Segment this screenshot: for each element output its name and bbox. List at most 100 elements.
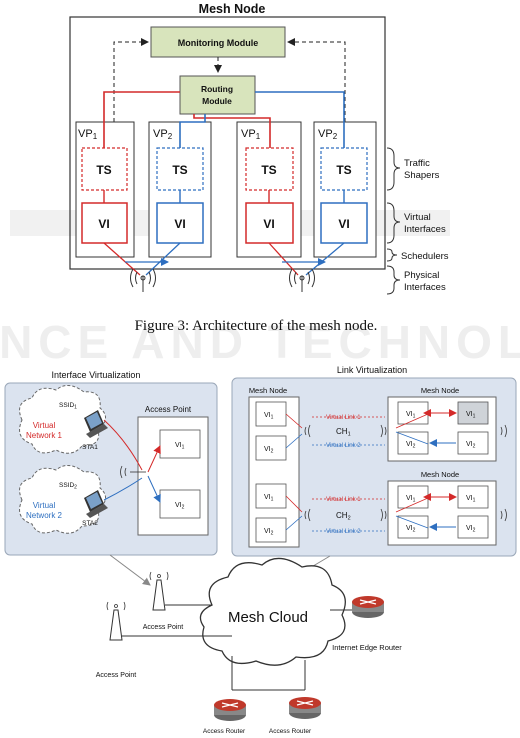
virtual-links: [285, 409, 457, 532]
access-point-tower-icon: [106, 601, 126, 641]
vi-label: VI2: [466, 441, 476, 450]
vi-box: [457, 515, 489, 539]
vi-label: VI1: [466, 411, 476, 420]
sta2-label: STA2: [82, 520, 98, 527]
vi-box: [159, 429, 201, 459]
virtual-interface-boxes: [81, 202, 368, 244]
router-icon: [289, 697, 321, 719]
mesh-node-label: Mesh Node: [421, 470, 459, 479]
vi-label: VI: [98, 217, 109, 231]
vi-label: VI: [174, 217, 185, 231]
vp-label: VP1: [241, 128, 261, 141]
access-point-label: Access Point: [143, 624, 184, 631]
access-router-label: Access Router: [269, 728, 312, 735]
brace-label-virtual-interfaces: Virtual: [404, 212, 431, 223]
virtual-network-2-label: Network 2: [26, 511, 63, 520]
link-virtualization-title: Link Virtualization: [337, 365, 407, 375]
brace-label-physical-interfaces: Physical: [404, 270, 439, 281]
router-icon: [214, 699, 246, 721]
access-router-label: Access Router: [203, 728, 246, 735]
vi-label: VI2: [264, 528, 274, 537]
vi-label: VI2: [175, 502, 185, 511]
mesh-node-box: [69, 16, 386, 270]
vi-label: VI1: [175, 442, 185, 451]
virtual-link-1-label: Virtual Link 1: [326, 415, 361, 421]
router-icon: [352, 596, 384, 618]
vi-label: VI1: [264, 412, 274, 421]
brace-label-virtual-interfaces: Interfaces: [404, 224, 446, 235]
ts-label: TS: [172, 163, 187, 177]
mesh-node-title: Mesh Node: [199, 2, 266, 16]
routing-module-label-2: Module: [202, 96, 232, 106]
brace-label-physical-interfaces: Interfaces: [404, 282, 446, 293]
brace-label-schedulers: Schedulers: [401, 251, 449, 262]
routing-connections: [103, 91, 345, 148]
vi-label: VI: [338, 217, 349, 231]
vi-label: VI2: [466, 525, 476, 534]
ssid-label: SSID2: [59, 482, 77, 491]
vi-label: VI1: [264, 494, 274, 503]
network-overview: Interface Virtualization SSID1 Virtual N…: [4, 365, 517, 735]
traffic-shaper-boxes: [81, 147, 368, 191]
vi-boxes-left: [255, 401, 287, 543]
network-links: [122, 604, 352, 691]
access-point-label: Access Point: [96, 672, 137, 679]
brace-label-traffic-shapers: Shapers: [404, 170, 440, 181]
ts-label: TS: [336, 163, 351, 177]
antenna-icon: [289, 268, 315, 292]
laptop-icon: [84, 410, 108, 438]
ts-label: TS: [261, 163, 276, 177]
braces: [386, 147, 401, 295]
antenna-icon: [304, 424, 507, 522]
vi-box: [159, 489, 201, 519]
virtual-link-1-label: Virtual Link 1: [326, 497, 361, 503]
sta1-label: STA1: [82, 444, 98, 451]
vi-box: [457, 401, 489, 425]
ssid-label: SSID1: [59, 402, 77, 411]
ts-label: TS: [96, 163, 111, 177]
mesh-node-label: Mesh Node: [249, 386, 287, 395]
scheduler-lines: [103, 242, 345, 276]
access-point-title: Access Point: [145, 405, 192, 414]
virtual-network-2-cloud: [19, 465, 106, 534]
virtual-link-2-label: Virtual Link 2: [326, 529, 361, 535]
virtual-network-1-cloud: [19, 385, 106, 454]
virtual-network-1-label: Network 1: [26, 431, 63, 440]
vi-label: VI: [263, 217, 274, 231]
virtual-network-1-label: Virtual: [33, 421, 56, 430]
virtual-network-2-label: Virtual: [33, 501, 56, 510]
monitoring-module: [150, 26, 286, 58]
antenna-icon: [120, 465, 146, 479]
iv-connections: [103, 419, 161, 503]
vp-label: VP1: [78, 128, 98, 141]
vp-label: VP2: [318, 128, 338, 141]
routing-module: [179, 75, 256, 115]
ts-vi-links: [103, 190, 345, 203]
mesh-node-architecture: Mesh Node Monitoring Module Routing Modu…: [69, 2, 449, 334]
mesh-cloud-label: Mesh Cloud: [228, 609, 308, 626]
vi-box: [397, 431, 429, 455]
mesh-node-label: Mesh Node: [421, 386, 459, 395]
channel-label: CH2: [336, 511, 351, 522]
vi-box: [397, 515, 429, 539]
routing-module-label-1: Routing: [201, 84, 233, 94]
vi-label: VI1: [406, 495, 416, 504]
access-point-tower-icon: [149, 571, 169, 611]
interface-virtualization-title: Interface Virtualization: [52, 370, 141, 380]
vi-label: VI1: [466, 495, 476, 504]
internet-edge-router-label: Internet Edge Router: [332, 643, 402, 652]
vi-label: VI2: [264, 446, 274, 455]
mesh-cloud: [199, 557, 346, 666]
vi-label: VI1: [406, 411, 416, 420]
watermark-text: SCIENCE AND TECHNOLOGY: [0, 316, 520, 368]
monitoring-module-label: Monitoring Module: [178, 38, 258, 48]
antenna-icon: [130, 268, 156, 292]
vp-label: VP2: [153, 128, 173, 141]
vi-label: VI2: [406, 441, 416, 450]
vi-label: VI2: [406, 525, 416, 534]
vi-box: [457, 485, 489, 509]
figure-caption: Figure 3: Architecture of the mesh node.: [135, 318, 378, 334]
brace-label-traffic-shapers: Traffic: [404, 158, 430, 169]
laptop-icon: [84, 490, 108, 518]
